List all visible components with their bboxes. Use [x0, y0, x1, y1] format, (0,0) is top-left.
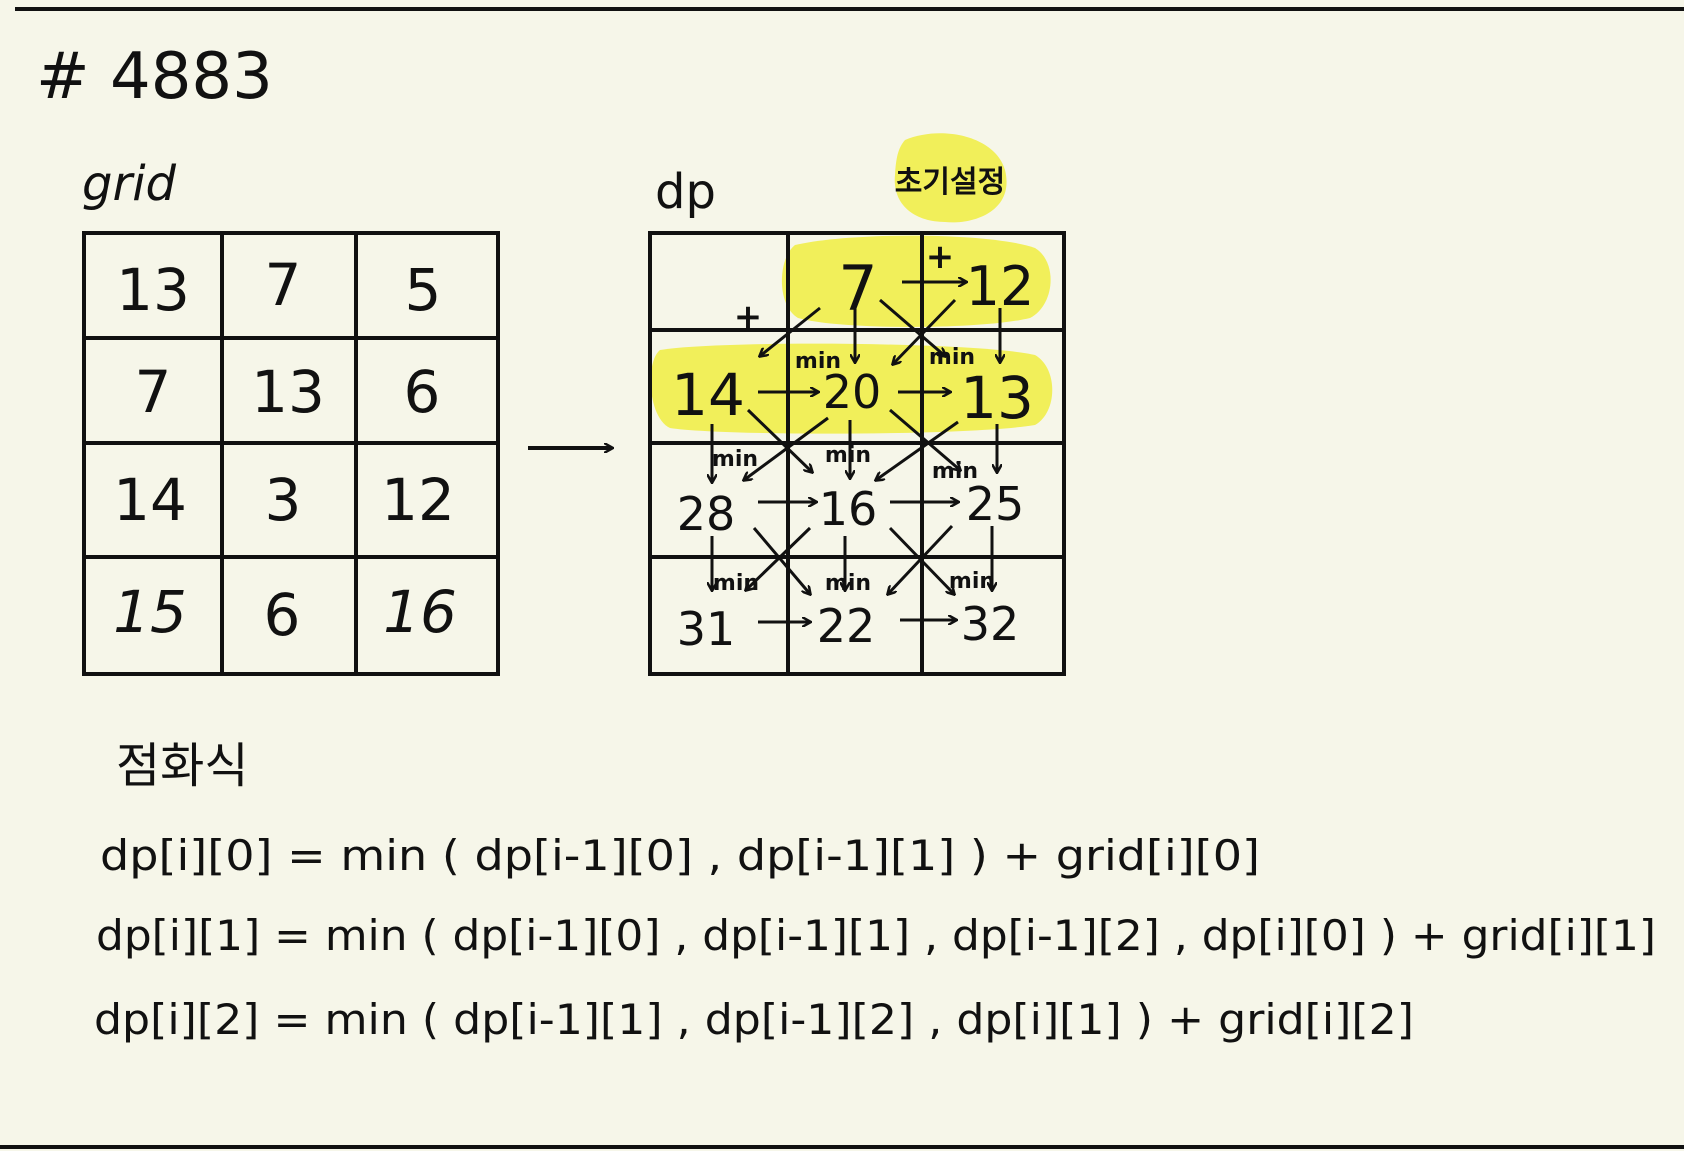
grid-cell: 14	[113, 466, 187, 534]
plus-mark: +	[734, 297, 763, 337]
dp-cell: 25	[966, 477, 1025, 531]
min-mark: min	[795, 349, 841, 374]
grid-table	[82, 231, 500, 676]
min-mark: min	[712, 447, 758, 472]
grid-cell: 7	[135, 358, 172, 426]
grid-cell: 6	[264, 581, 301, 649]
dp-cell: 32	[961, 597, 1020, 651]
recurrence-line: dp[i][2] = min ( dp[i-1][1] , dp[i-1][2]…	[94, 995, 1414, 1044]
grid-label: grid	[82, 156, 177, 212]
dp-cell: 14	[671, 361, 745, 429]
dp-values: 7 12 14 20 13 28 16 25 31 22 32	[671, 252, 1034, 656]
grid-cell: 7	[265, 251, 302, 319]
dp-cell: 20	[823, 365, 882, 419]
init-badge-highlight	[894, 133, 1007, 223]
grid-cell: 13	[116, 256, 190, 324]
dp-table	[648, 231, 1066, 676]
dp-horizontal-arrows	[758, 282, 966, 622]
dp-cell: 7	[838, 252, 877, 325]
min-mark: min	[929, 345, 975, 370]
dp-cell: 31	[677, 602, 736, 656]
recurrence-line: dp[i][1] = min ( dp[i-1][0] , dp[i-1][1]…	[96, 911, 1656, 960]
min-mark: min	[932, 459, 978, 484]
grid-cell: 5	[405, 256, 442, 324]
recurrence-line: dp[i][0] = min ( dp[i-1][0] , dp[i-1][1]…	[100, 831, 1260, 880]
grid-cell: 3	[265, 466, 302, 534]
min-mark: min	[949, 569, 995, 594]
dp-cell: 13	[960, 364, 1034, 432]
min-mark: min	[825, 443, 871, 468]
dp-cell: 12	[966, 255, 1035, 318]
recurrence-label: 점화식	[116, 738, 248, 794]
plus-mark: +	[926, 237, 955, 277]
grid-cell: 12	[381, 466, 455, 534]
grid-values: 13 7 5 7 13 6 14 3 12 15 6 16	[113, 251, 457, 649]
dp-cell: 16	[819, 482, 878, 536]
page-title: # 4883	[36, 40, 273, 114]
annotations: + + min min min min min min min min	[712, 237, 995, 596]
dp-diagonal-arrows	[744, 298, 960, 594]
min-mark: min	[825, 571, 871, 596]
init-badge: 초기설정	[895, 165, 1005, 200]
dp-vertical-arrows	[712, 308, 1000, 590]
grid-cell: 13	[251, 358, 325, 426]
dp-cell: 22	[817, 599, 876, 653]
grid-cell: 15	[113, 578, 187, 646]
grid-cell: 16	[383, 578, 457, 646]
grid-cell: 6	[404, 358, 441, 426]
dp-label: dp	[655, 164, 716, 220]
dp-cell: 28	[677, 487, 736, 541]
min-mark: min	[713, 571, 759, 596]
